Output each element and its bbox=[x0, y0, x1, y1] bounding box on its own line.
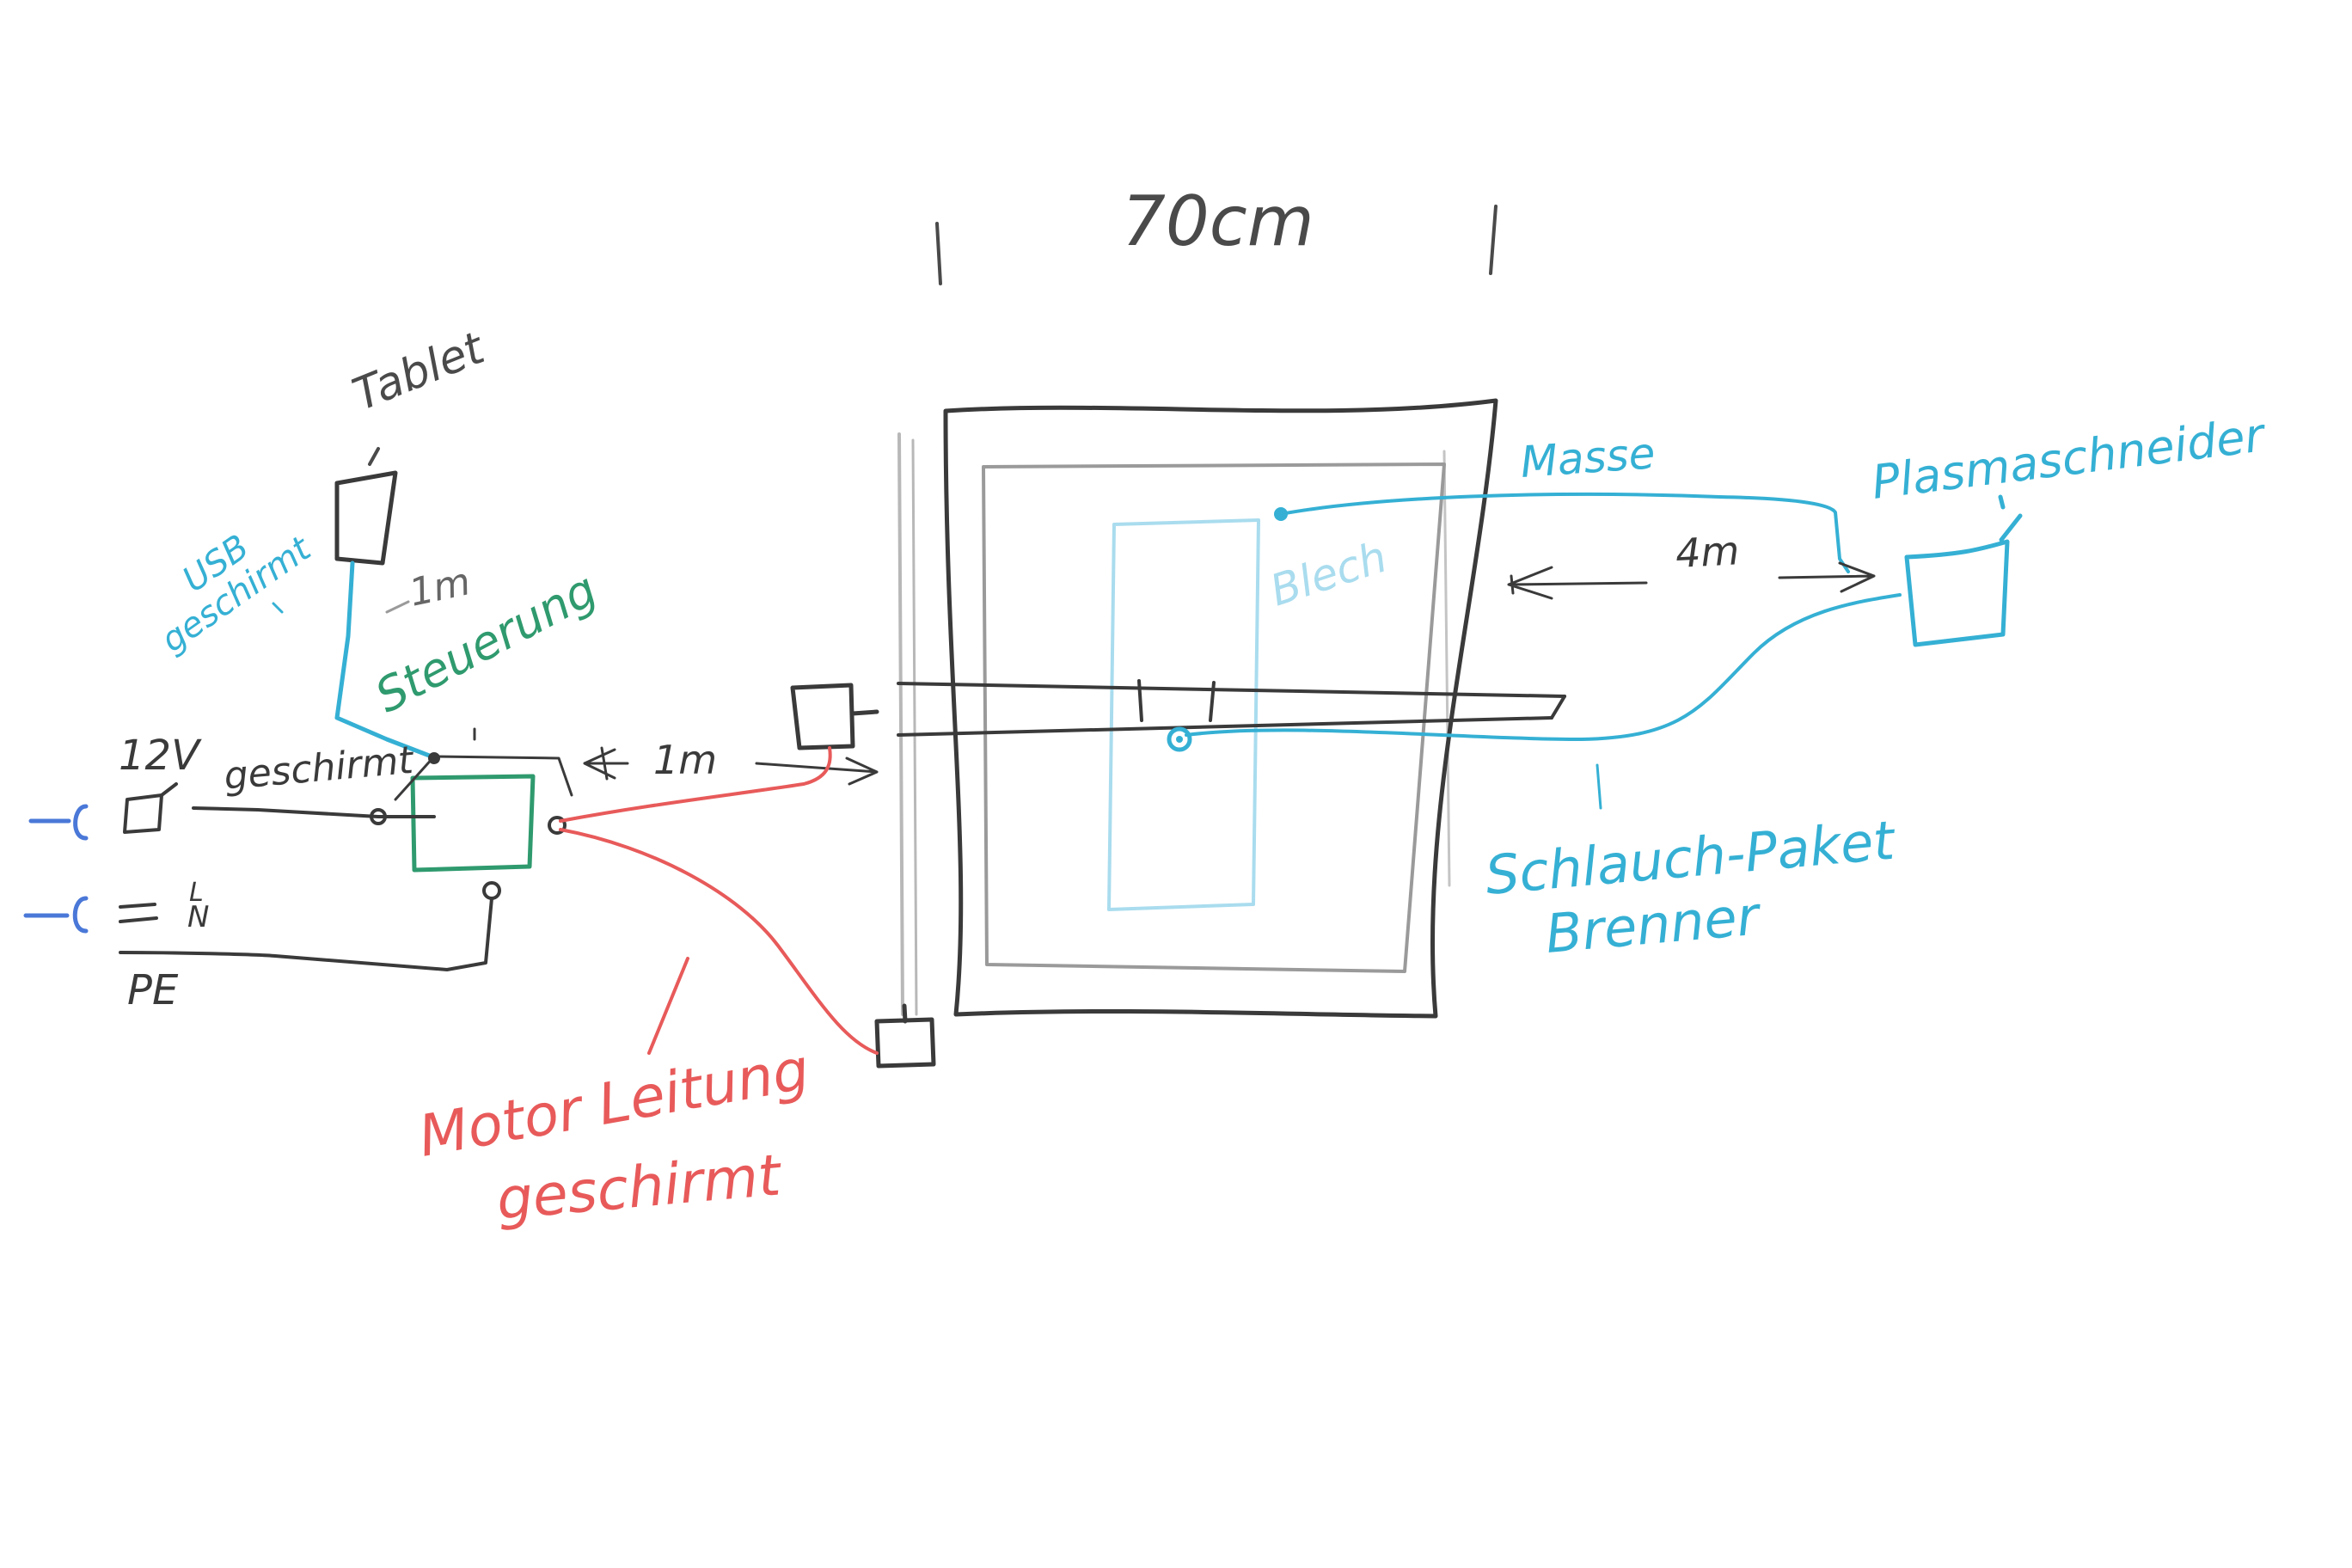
phase-label: L bbox=[189, 878, 204, 908]
motor-distance-dimension bbox=[583, 746, 879, 786]
plasma-cutter-label: Plasmaschneider bbox=[1869, 407, 2269, 510]
sheet-metal bbox=[1107, 518, 1260, 911]
tablet bbox=[334, 447, 398, 566]
plasma-distance-dimension bbox=[1507, 561, 1876, 600]
gantry-motor bbox=[790, 683, 879, 750]
y-axis-motor bbox=[874, 1003, 936, 1069]
table-outline bbox=[943, 398, 1498, 1019]
cable-12v bbox=[192, 806, 436, 818]
ground-label: Masse bbox=[1519, 428, 1657, 487]
mains-connector bbox=[482, 881, 501, 900]
plug-12v-icon bbox=[28, 804, 89, 841]
sheet-label: Blech bbox=[1265, 532, 1393, 616]
gantry-beam bbox=[897, 679, 1566, 737]
plasma-distance-label: 4m bbox=[1675, 527, 1741, 577]
psu-12v-icon bbox=[123, 782, 178, 834]
machine-frame bbox=[897, 205, 1498, 1019]
plug-mains-icon bbox=[23, 896, 89, 934]
motor-cable-shielded-label: geschirmt bbox=[494, 1142, 785, 1233]
usb-connector bbox=[428, 752, 440, 764]
motor-connector bbox=[548, 816, 567, 835]
protective-earth-label: PE bbox=[127, 966, 179, 1014]
mains-cable bbox=[119, 897, 493, 971]
controller-box bbox=[394, 727, 573, 873]
plasma-cutter-icon bbox=[1904, 494, 2023, 647]
hose-package bbox=[1185, 593, 1902, 741]
motor-cable-gantry bbox=[559, 746, 832, 823]
shielded-label: geschirmt bbox=[223, 738, 417, 799]
controller-label: Steuerung bbox=[367, 562, 606, 724]
width-label: 70cm bbox=[1122, 181, 1314, 261]
usb-cable bbox=[334, 560, 434, 759]
torch-head bbox=[1167, 726, 1192, 752]
ground-cable bbox=[1279, 492, 1850, 573]
motor-distance-label: 1m bbox=[653, 737, 717, 783]
tablet-label: Tablet bbox=[346, 322, 492, 421]
ground-clamp bbox=[1274, 507, 1288, 521]
mains-lines-icon bbox=[119, 903, 158, 923]
tablet-distance-label: 1m bbox=[406, 560, 475, 616]
neutral-label: N bbox=[187, 900, 209, 934]
supply-12v-label: 12V bbox=[119, 732, 202, 780]
work-area bbox=[982, 462, 1446, 973]
motor-cable-y-axis bbox=[559, 828, 879, 1055]
